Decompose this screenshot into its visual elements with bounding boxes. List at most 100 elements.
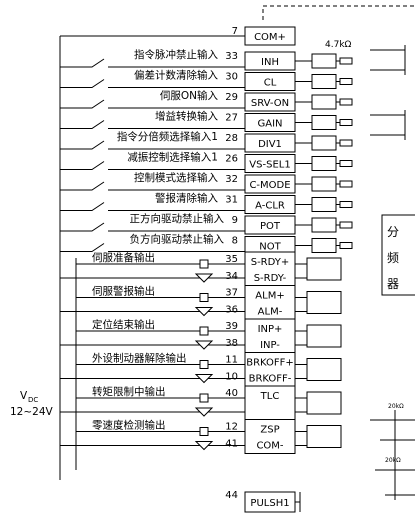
output-label: 转矩限制中输出 — [92, 385, 166, 398]
output-diode — [194, 441, 214, 451]
input-switch-wire — [60, 222, 245, 232]
input-opto — [311, 74, 337, 89]
input-resistor — [339, 221, 353, 229]
input-resistor — [339, 57, 353, 65]
terminal-signal-output-minus: ALM- — [258, 307, 283, 318]
output-opto-wire — [295, 397, 307, 413]
amplifier-circuit — [370, 410, 415, 500]
output-opto-wire — [295, 263, 307, 279]
terminal-pin-output-plus: 35 — [225, 254, 238, 265]
terminal-pin-bottom: 44 — [225, 490, 238, 501]
output-opto-wire — [295, 330, 307, 346]
input-label: 警报清除输入 — [155, 192, 218, 205]
terminal-signal-output-plus: ALM+ — [255, 291, 284, 302]
supply-label-sub: DC — [28, 396, 38, 404]
output-relay-coil — [199, 427, 209, 436]
output-diode — [194, 340, 214, 350]
terminal-pin-output-minus: 36 — [225, 305, 238, 316]
supply-label-main: V — [20, 390, 28, 402]
input-switch-wire — [60, 99, 245, 109]
input-resistor — [339, 160, 353, 167]
terminal-signal-input: NOT — [259, 242, 281, 253]
divider-char-2: 频 — [387, 251, 399, 265]
input-switch-wire — [60, 243, 245, 252]
terminal-signal-input: GAIN — [257, 119, 282, 130]
input-label: 增益转换输入 — [155, 110, 218, 123]
terminal-pin-input: 32 — [225, 174, 238, 185]
terminal-pin-output-plus: 40 — [225, 388, 238, 399]
terminal-pin-input: 26 — [225, 154, 238, 165]
output-diode — [194, 374, 214, 384]
input-switch-wire — [60, 120, 245, 129]
terminal-pin-input: 8 — [232, 236, 238, 247]
supply-label-range: 12~24V — [10, 406, 54, 418]
output-label: 伺服警报输出 — [92, 285, 155, 298]
terminal-box-com-plus — [244, 26, 296, 46]
input-opto — [311, 238, 337, 253]
supply-label: V DC 12~24V — [10, 390, 54, 418]
terminal-signal-input: DIV1 — [258, 139, 282, 150]
terminal-pin-input: 31 — [225, 195, 238, 206]
input-resistor — [339, 78, 353, 85]
terminal-pin-output-plus: 39 — [225, 321, 238, 332]
output-opto — [306, 324, 342, 348]
terminal-box-output — [244, 419, 296, 454]
output-label: 伺服准备输出 — [92, 251, 155, 264]
input-switch-wire — [60, 140, 245, 150]
terminal-signal-output-minus: S-RDY- — [254, 273, 287, 284]
terminal-signal-input: A-CLR — [255, 201, 285, 212]
input-switch-wire — [60, 58, 245, 68]
terminal-box-output — [244, 385, 296, 421]
static-structure — [59, 5, 415, 512]
output-relay-coil — [199, 360, 209, 369]
output-relay-coil — [199, 293, 209, 302]
terminal-signal-output-minus: INP- — [260, 340, 280, 351]
terminal-box-bottom — [244, 491, 296, 513]
output-relay-coil — [199, 326, 209, 336]
terminal-pin-output-plus: 12 — [225, 422, 238, 433]
input-resistor — [339, 242, 353, 249]
output-opto-wire — [295, 364, 307, 379]
input-label: 减振控制选择输入1 — [127, 151, 218, 164]
terminal-pin-output-minus: 10 — [225, 372, 238, 383]
input-opto — [311, 197, 337, 212]
input-label: 偏差计数清除输入 — [134, 69, 218, 82]
input-resistor — [339, 201, 353, 208]
terminal-signal-input: C-MODE — [249, 180, 290, 191]
output-opto — [306, 257, 342, 281]
terminal-pin-input: 28 — [225, 133, 238, 144]
input-opto — [311, 176, 337, 192]
input-opto — [311, 115, 337, 130]
output-diode — [194, 407, 214, 417]
terminal-box-output — [244, 352, 296, 387]
terminal-box-output — [244, 318, 296, 354]
input-opto — [311, 217, 337, 233]
terminal-signal-bottom: PULSH1 — [250, 498, 289, 509]
terminal-signal-output-minus: BRKOFF- — [249, 374, 292, 385]
input-label: 正方向驱动禁止输入 — [130, 212, 225, 225]
terminal-pin-com-plus: 7 — [232, 26, 238, 37]
input-switch-wire — [60, 161, 245, 170]
output-diode — [194, 273, 214, 283]
input-switch-wire — [60, 79, 245, 88]
terminal-box-output — [244, 251, 296, 287]
input-label: 负方向驱动禁止输入 — [130, 233, 225, 246]
terminal-signal-output-plus: S-RDY+ — [251, 257, 290, 268]
output-opto — [306, 425, 342, 448]
terminal-signal-input: INH — [261, 57, 279, 68]
output-opto-wire — [295, 431, 307, 446]
terminal-pin-input: 30 — [225, 72, 238, 83]
top-right-opto — [370, 45, 406, 140]
small-resistor-label-1: 20kΩ — [388, 403, 404, 410]
output-relay-coil — [199, 259, 209, 269]
input-switch-wire — [60, 202, 245, 211]
terminal-pin-input: 33 — [225, 51, 238, 62]
divider-char-1: 分 — [387, 225, 399, 239]
terminal-signal-output-plus: INP+ — [258, 324, 283, 335]
output-opto — [306, 391, 342, 415]
terminal-signal-com-plus: COM+ — [254, 32, 286, 43]
input-resistor — [339, 98, 353, 106]
terminal-pin-input: 9 — [232, 215, 238, 226]
terminal-signal-output-plus: ZSP — [260, 425, 279, 436]
